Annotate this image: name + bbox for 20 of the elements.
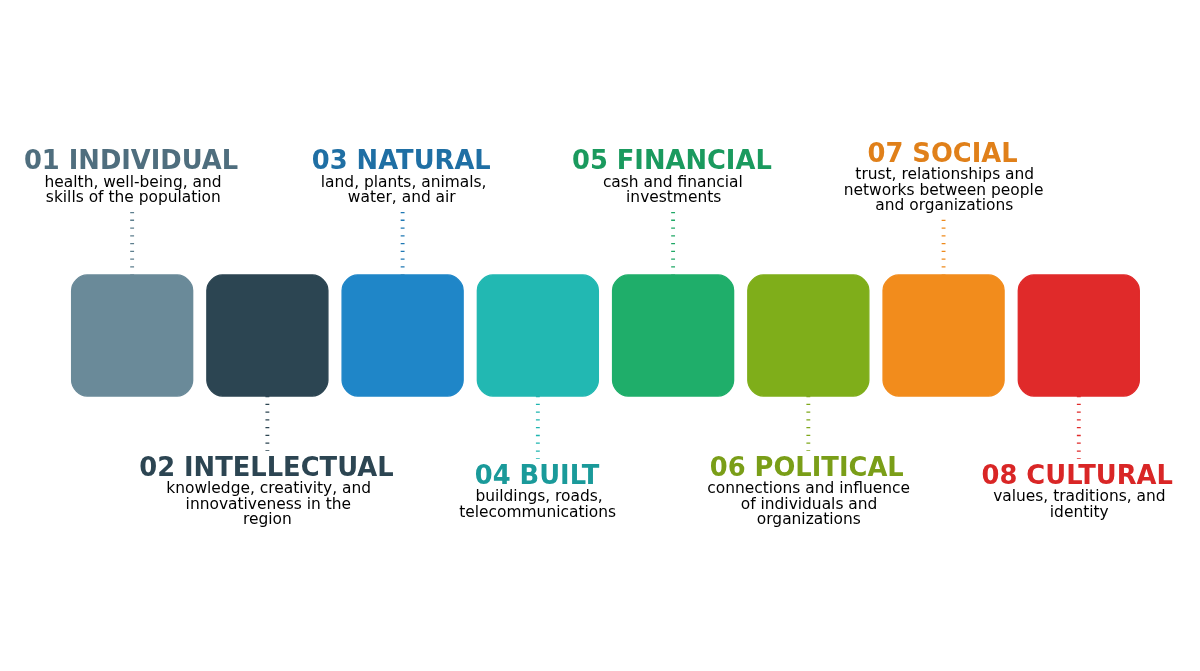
node-text: 03 NATURAL land, plants, animals, water, and air xyxy=(311,145,491,207)
node-box xyxy=(476,274,600,397)
node-box xyxy=(1017,274,1140,397)
node-box xyxy=(206,274,329,397)
node-text: 08 CULTURAL values, traditions, and identity xyxy=(981,459,1173,521)
connector xyxy=(1076,396,1081,459)
node-text: 07 SOCIAL trust, relationships and networks between people and organizations xyxy=(843,137,1044,215)
node-box xyxy=(611,274,735,397)
connector xyxy=(265,396,270,452)
connector xyxy=(806,396,811,452)
node-box xyxy=(882,274,1005,397)
connector xyxy=(535,396,540,459)
node-box xyxy=(747,274,870,397)
node-text: 05 FINANCIAL cash and financial investments xyxy=(571,145,772,207)
node-box xyxy=(341,274,464,397)
node-text: 02 INTELLECTUAL knowledge, creativity, and innovativeness in the region xyxy=(139,451,394,529)
node-text: 04 BUILT buildings, roads, telecommunications xyxy=(459,459,617,521)
node-text: 06 POLITICAL connections and influence of individuals and organizations xyxy=(707,451,911,529)
node-box xyxy=(70,274,194,397)
node-text: 01 INDIVIDUAL health, well-being, and skills of the population xyxy=(23,145,239,207)
